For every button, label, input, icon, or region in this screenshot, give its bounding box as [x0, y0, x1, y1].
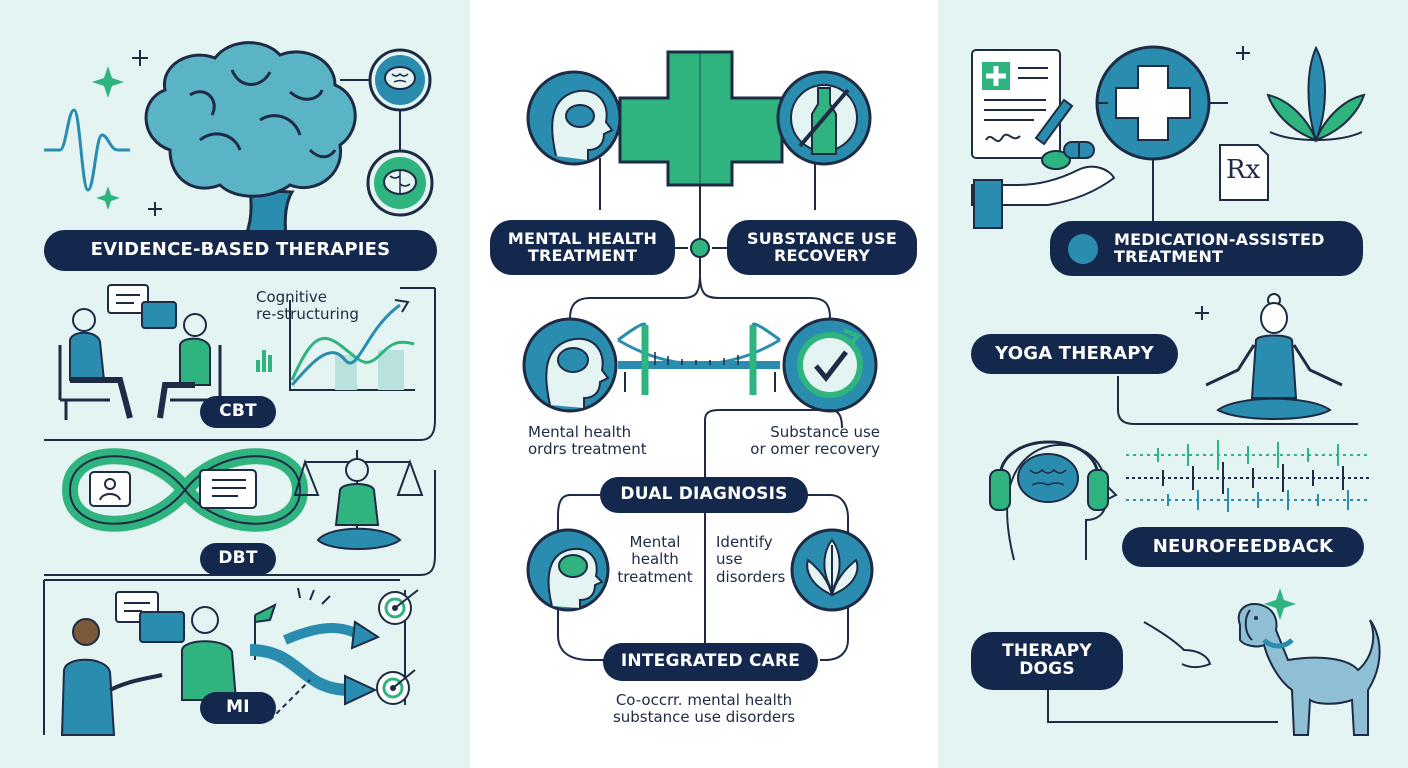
small-brain-icon-2	[366, 149, 434, 217]
complementary-therapies-panel: Rx MEDICATION-ASSISTED TREATMENT YOGA TH…	[938, 0, 1408, 768]
integrated-care-label: INTEGRATED CARE	[603, 643, 818, 681]
medication-assisted-treatment-text: MEDICATION-ASSISTED TREATMENT	[1114, 229, 1325, 266]
brain-head-small-icon	[526, 528, 610, 612]
cbt-label: CBT	[200, 396, 276, 428]
audio-waveform-icon	[1126, 440, 1370, 512]
cannabis-leaf-icon	[790, 528, 874, 612]
balance-scale-icon	[293, 450, 424, 550]
inner-left-caption: Mental health treatment	[617, 533, 693, 586]
mental-health-treatment-label: MENTAL HEALTH TREATMENT	[490, 220, 675, 275]
bridge-left-caption: Mental health ordrs treatment	[528, 423, 647, 459]
infinity-loop-icon	[61, 448, 309, 532]
headphones-brain-icon	[989, 440, 1118, 561]
junction-dot	[690, 238, 710, 258]
therapy-dog-icon	[1237, 603, 1381, 736]
inner-right-caption: Identify use disorders	[716, 533, 786, 586]
center-panel-illustrations	[522, 50, 878, 661]
mi-label: MI	[200, 692, 276, 724]
hand-pills-icon	[971, 141, 1116, 229]
cognitive-restructuring-note: Cognitive re-structuring	[256, 288, 359, 324]
leaf-icon	[1266, 45, 1366, 143]
evidence-based-therapies-panel: EVIDENCE-BASED THERAPIES Cognitive re-st…	[0, 0, 470, 768]
motivational-interview-icon	[60, 591, 238, 736]
yoga-person-icon	[1205, 293, 1343, 420]
sparkle-icon	[1264, 588, 1296, 620]
rx-symbol: Rx	[1226, 155, 1261, 185]
no-alcohol-icon	[776, 70, 872, 166]
medical-cross-icon	[618, 50, 784, 187]
bridge-right-caption: Substance use or omer recovery	[750, 423, 880, 459]
yoga-therapy-label: YOGA THERAPY	[971, 334, 1178, 374]
therapy-session-icon	[58, 284, 225, 420]
dbt-label: DBT	[200, 543, 276, 575]
evidence-based-therapies-heading: EVIDENCE-BASED THERAPIES	[44, 230, 437, 271]
progress-chart-icon	[256, 299, 415, 391]
reaching-hand-icon	[1143, 621, 1212, 668]
sparkle-icon	[92, 66, 124, 210]
head-brain-icon	[522, 317, 618, 413]
medication-assisted-treatment-label: MEDICATION-ASSISTED TREATMENT	[1050, 221, 1363, 276]
left-panel-illustrations	[43, 41, 436, 736]
co-occurring-footer: Co-occrr. mental health substance use di…	[612, 691, 796, 727]
integrated-care-panel: MENTAL HEALTH TREATMENT SUBSTANCE USE RE…	[470, 0, 938, 768]
medical-cross-circle-icon	[1095, 45, 1211, 161]
neurofeedback-label: NEUROFEEDBACK	[1122, 527, 1364, 567]
bridge-icon	[617, 322, 781, 395]
small-brain-icon-1	[368, 48, 432, 112]
right-panel-illustrations	[971, 45, 1381, 736]
rx-document-icon	[1219, 144, 1269, 201]
target-icon	[376, 589, 419, 705]
brainwave-icon	[44, 108, 130, 192]
prescription-document-icon	[971, 49, 1074, 159]
substance-use-recovery-label: SUBSTANCE USE RECOVERY	[727, 220, 917, 275]
dual-diagnosis-label: DUAL DIAGNOSIS	[600, 477, 808, 513]
leaf-badge-icon	[1068, 234, 1098, 264]
brain-icon	[144, 41, 357, 237]
therapy-dogs-label: THERAPY DOGS	[971, 632, 1123, 690]
head-profile-icon	[526, 70, 622, 166]
check-circle-icon	[782, 317, 878, 413]
